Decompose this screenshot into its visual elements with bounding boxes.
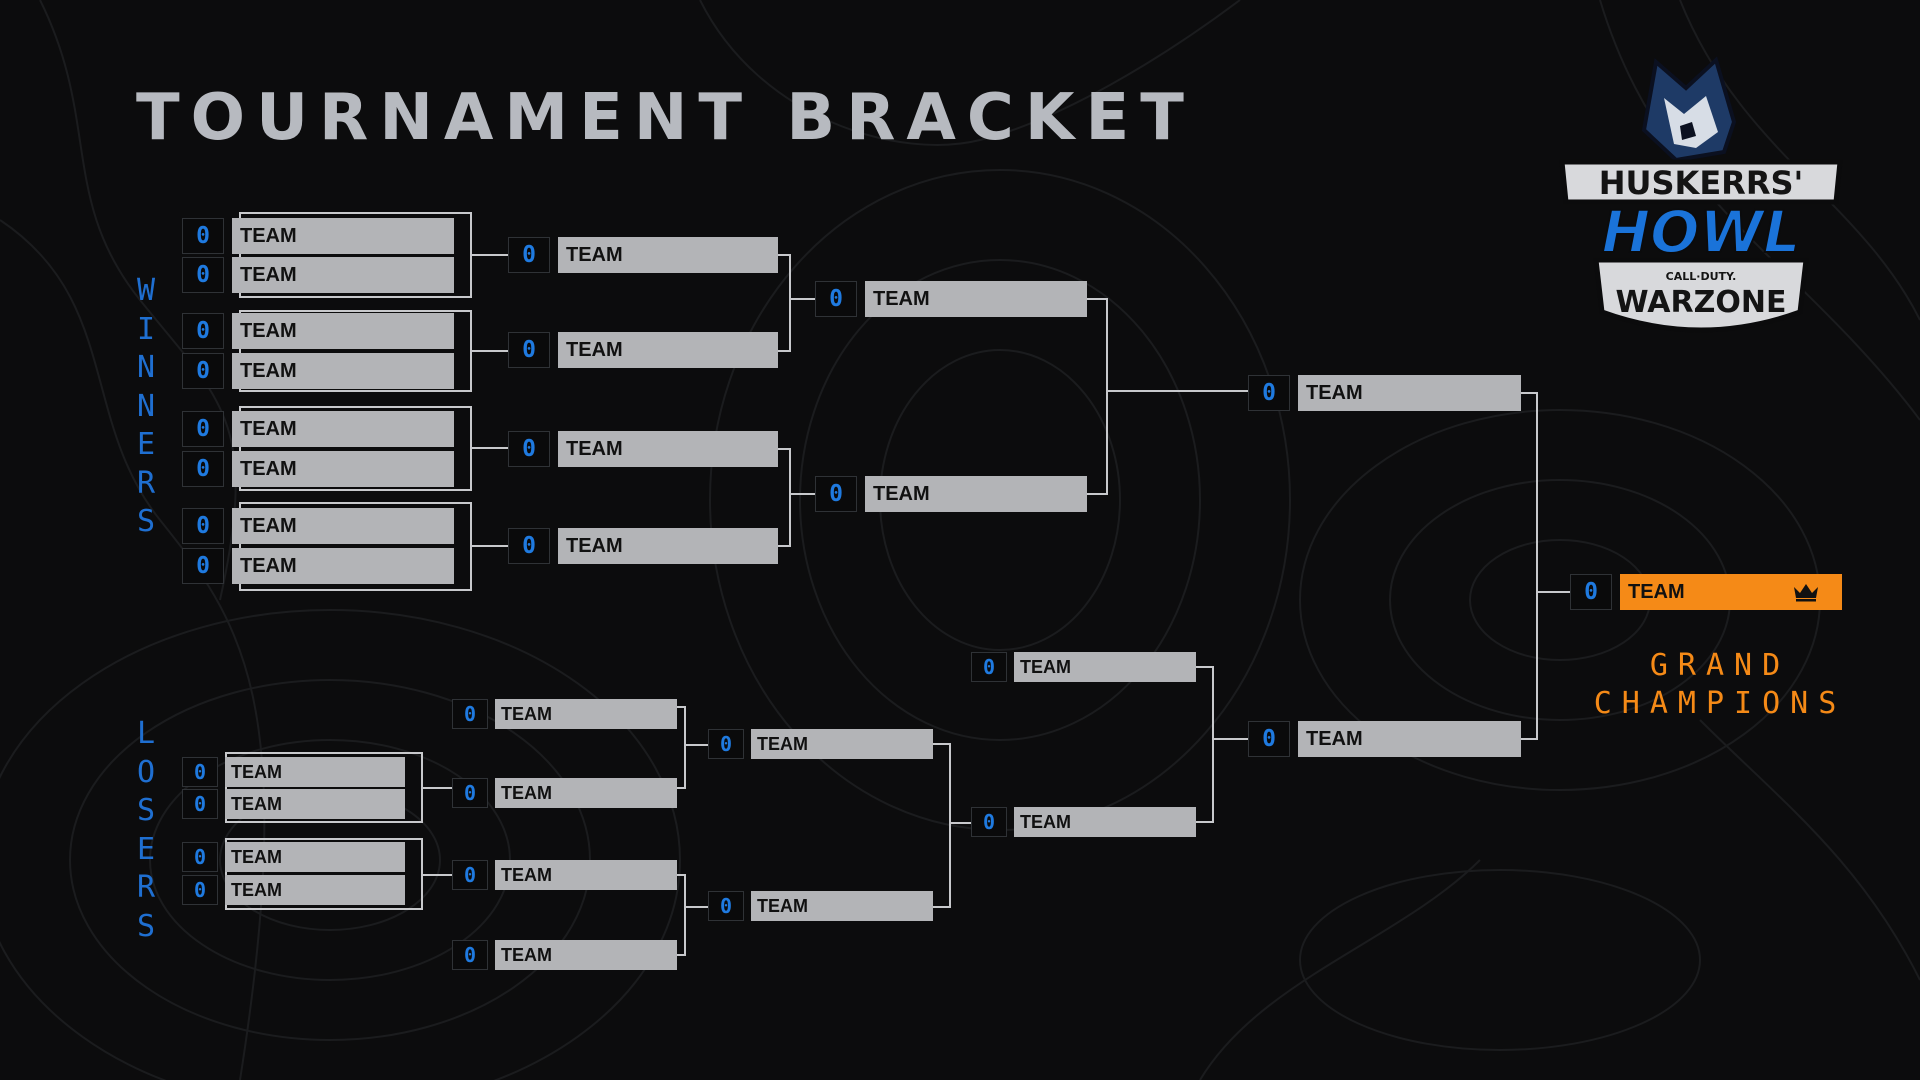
team-name: TEAM [225,842,405,872]
team-name: TEAM [558,332,778,368]
score-box: 0 [182,353,224,389]
score-box: 0 [971,652,1007,682]
score-box: 0 [708,891,744,921]
score-box: 0 [971,807,1007,837]
logo-text-warzone: WARZONE [1616,285,1787,320]
score-box: 0 [508,431,550,467]
winners-section-label: WINNERS [136,273,156,539]
team-name: TEAM [865,476,1087,512]
team-name: TEAM [495,860,677,890]
team-name: TEAM [558,237,778,273]
team-name: TEAM [558,528,778,564]
team-name: TEAM [232,353,454,389]
score-box: 0 [182,411,224,447]
team-name: TEAM [232,411,454,447]
team-name: TEAM [1298,721,1521,757]
team-name: TEAM [232,508,454,544]
score-box: 0 [452,940,488,970]
score-box: 0 [182,548,224,584]
team-name: TEAM [751,729,933,759]
score-box: 0 [182,508,224,544]
logo-text-howl: HOWL [1602,198,1801,266]
score-box: 0 [182,789,218,819]
score-box: 0 [452,778,488,808]
team-name: TEAM [1014,807,1196,837]
score-box: 0 [182,875,218,905]
score-box: 0 [1248,721,1290,757]
team-name: TEAM [225,875,405,905]
logo-text-huskerrs: HUSKERRS' [1599,164,1804,202]
score-box: 0 [815,476,857,512]
score-box: 0 [815,281,857,317]
team-name: TEAM [495,778,677,808]
team-name: TEAM [232,451,454,487]
team-name: TEAM [1628,581,1685,603]
score-box: 0 [508,332,550,368]
team-name: TEAM [232,548,454,584]
score-box: 0 [508,528,550,564]
huskerrs-howl-logo: HUSKERRS' HOWL CALL·DUTY. WARZONE [1559,56,1843,333]
logo-text-callofduty: CALL·DUTY. [1666,270,1737,283]
team-name: TEAM [1014,652,1196,682]
team-name: TEAM [232,313,454,349]
team-name: TEAM [225,789,405,819]
score-box: 0 [182,257,224,293]
champion-team: TEAM [1620,574,1842,610]
score-box: 0 [182,451,224,487]
team-name: TEAM [865,281,1087,317]
score-box: 0 [1248,375,1290,411]
losers-section-label: LOSERS [136,716,156,944]
team-name: TEAM [1298,375,1521,411]
page-title: TOURNAMENT BRACKET [136,81,1195,155]
score-box: 0 [452,860,488,890]
grand-champions-label: GRAND CHAMPIONS [1593,648,1847,721]
score-box: 0 [452,699,488,729]
team-name: TEAM [225,757,405,787]
score-box: 0 [1570,574,1612,610]
team-name: TEAM [232,218,454,254]
score-box: 0 [182,218,224,254]
score-box: 0 [182,313,224,349]
crown-icon [1794,584,1818,602]
team-name: TEAM [751,891,933,921]
score-box: 0 [708,729,744,759]
score-box: 0 [182,842,218,872]
team-name: TEAM [495,940,677,970]
husky-mascot-icon [1641,56,1737,163]
score-box: 0 [182,757,218,787]
team-name: TEAM [558,431,778,467]
team-name: TEAM [495,699,677,729]
team-name: TEAM [232,257,454,293]
score-box: 0 [508,237,550,273]
